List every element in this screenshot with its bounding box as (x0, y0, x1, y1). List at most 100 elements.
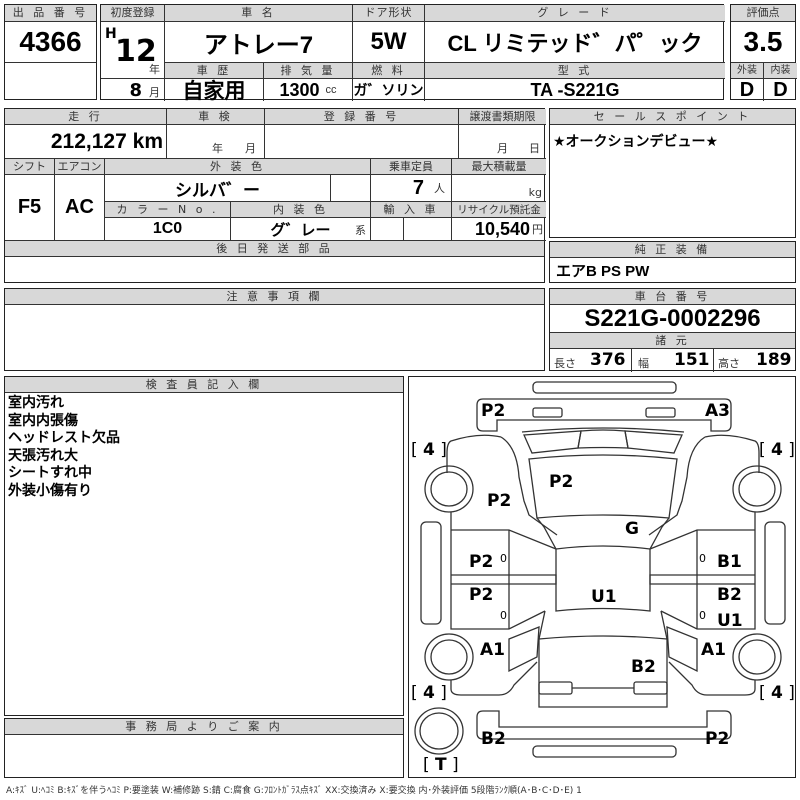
aircon-label: エアコン (55, 159, 105, 175)
first-reg-month: 8 月 (101, 79, 165, 101)
first-reg-label: 初度登録 (101, 5, 165, 22)
spare-tire: [ T ] (423, 755, 459, 775)
mark-back-door: B2 (631, 657, 656, 677)
note-item: シートすれ中 (8, 465, 92, 481)
sales-point-label: セ ー ル ス ポ イ ン ト (550, 109, 795, 125)
lot-number-blank (5, 63, 96, 101)
car-name-label: 車 名 (165, 5, 353, 22)
aircon-value: AC (55, 175, 105, 241)
inspector-notes-box: 検 査 員 記 入 欄 室内汚れ 室内内張傷 ヘッドレスト欠品 天張汚れ大 シー… (4, 376, 404, 716)
note-item: 室内内張傷 (8, 412, 78, 429)
capacity-label: 乗車定員 (371, 159, 452, 175)
lot-number-value: 4366 (5, 22, 96, 63)
mark-right-rear-door: B2 (717, 585, 742, 605)
note-item: 天張汚れ大 (8, 447, 78, 464)
fuel-value: ガ゛ソリン (353, 79, 425, 101)
equipment-value: エアB PS PW (556, 263, 650, 280)
fuel-label: 燃 料 (353, 63, 425, 79)
tire-front-right: [ 4 ] (759, 440, 795, 460)
ext-color-extra (331, 175, 371, 202)
transfer-value: 月 日 (459, 125, 546, 159)
model-value: TA -S221G (530, 79, 620, 100)
mark-rear-bumper-right: P2 (705, 729, 730, 749)
mark-left-rear-door: P2 (469, 585, 494, 605)
inspector-notes-list: 室内汚れ 室内内張傷 ヘッドレスト欠品 天張汚れ大 シートすれ中 外装小傷有り (8, 395, 120, 500)
ext-color-value: シルバ゛ー (105, 175, 331, 202)
mark-zero: 0 (699, 609, 706, 622)
displacement-label: 排 気 量 (264, 63, 353, 79)
model-label: 型 式 (425, 63, 725, 79)
reg-no-label: 登 録 番 号 (265, 109, 459, 125)
mark-hood: P2 (549, 472, 574, 492)
note-item: 室内汚れ (8, 395, 64, 411)
int-color-label: 内 装 色 (231, 202, 371, 218)
mark-rear-bumper-left: B2 (481, 729, 506, 749)
mark-front-bumper-right: A3 (705, 401, 730, 421)
max-load-value: kg (452, 175, 546, 202)
spec-length: 長さ 376 (550, 349, 632, 372)
import-label: 輸 入 車 (371, 202, 452, 218)
score-label: 評価点 (731, 5, 795, 22)
import-col2 (404, 218, 452, 241)
chassis-label: 車 台 番 号 (550, 289, 795, 305)
sales-point-value: ★オークションデビュー★ (553, 134, 719, 150)
history-value: 自家用 (165, 79, 264, 101)
exterior-grade: D (731, 79, 764, 101)
mark-right-front-door: B1 (717, 552, 742, 572)
ext-color-label: 外 装 色 (105, 159, 371, 175)
office-label: 事 務 局 よ り ご 案 内 (5, 719, 403, 735)
mark-front-bumper-left: P2 (481, 401, 506, 421)
damage-code-legend: A:ｷｽﾞ U:ﾍｺﾐ B:ｷｽﾞを伴うﾍｺﾐ P:要塗装 W:補修跡 S:錆 … (6, 786, 582, 796)
tire-rear-right: [ 4 ] (759, 683, 795, 703)
header-info-box: 初度登録 H 12 年 8 月 車 名 アトレー7 車 歴 自家用 排 気 量 … (100, 4, 725, 101)
grade-value: CL リミテッド゛パ゜ック (425, 22, 725, 63)
max-load-label: 最大積載量 (452, 159, 546, 175)
inspector-label: 検 査 員 記 入 欄 (5, 377, 403, 393)
mark-left-quarter: A1 (480, 640, 505, 660)
caution-box: 注 意 事 項 欄 (4, 288, 545, 371)
mark-right-rear-door-2: U1 (717, 611, 743, 631)
equipment-label: 純 正 装 備 (550, 242, 795, 258)
score-value: 3.5 (731, 22, 795, 63)
mark-left-front-door: P2 (469, 552, 494, 572)
color-no-value: 1C0 (105, 218, 231, 241)
grade-label: グ レ ー ド (425, 5, 725, 22)
lot-number-box: 出 品 番 号 4366 (4, 4, 97, 100)
later-parts-label: 後 日 発 送 部 品 (5, 241, 544, 257)
history-label: 車 歴 (165, 63, 264, 79)
lot-number-label: 出 品 番 号 (5, 5, 96, 22)
score-box: 評価点 3.5 外装 内装 D D (730, 4, 797, 101)
mark-right-quarter: A1 (701, 640, 726, 660)
mark-roof: U1 (591, 587, 617, 607)
tire-front-left: [ 4 ] (411, 440, 447, 460)
reg-year: 12 (115, 34, 157, 69)
transfer-label: 譲渡書類期限 (459, 109, 546, 125)
later-parts-value (5, 257, 544, 284)
inspection-label: 車 検 (167, 109, 265, 125)
chassis-value: S221G-0002296 (550, 305, 795, 333)
first-reg-year: H 12 年 (101, 22, 165, 79)
spec-height: 高さ 189 (718, 350, 792, 370)
caution-label: 注 意 事 項 欄 (5, 289, 544, 305)
mark-windshield: G (625, 519, 639, 539)
spec-width: 幅 151 (632, 349, 714, 372)
specs-label: 諸 元 (550, 333, 795, 349)
mark-zero: 0 (500, 552, 507, 565)
office-notice-box: 事 務 局 よ り ご 案 内 (4, 718, 404, 778)
shift-value: F5 (5, 175, 55, 241)
door-value: 5W (353, 22, 425, 63)
interior-label: 内装 (764, 63, 797, 79)
mark-zero: 0 (699, 552, 706, 565)
inspection-value: 年 月 (167, 125, 265, 159)
import-col1 (371, 218, 404, 241)
car-damage-diagram: [ 4 ] [ 4 ] [ 4 ] [ 4 ] [ T ] P2 A3 P2 P… (408, 376, 796, 778)
tire-rear-left: [ 4 ] (411, 683, 447, 703)
equipment-box: 純 正 装 備 エアB PS PW (549, 241, 796, 283)
recycle-label: リサイクル預託金 (452, 202, 546, 218)
sales-point-box: セ ー ル ス ポ イ ン ト ★オークションデビュー★ (549, 108, 796, 238)
reg-no-value (265, 125, 459, 159)
car-name-value: アトレー7 (165, 22, 353, 63)
